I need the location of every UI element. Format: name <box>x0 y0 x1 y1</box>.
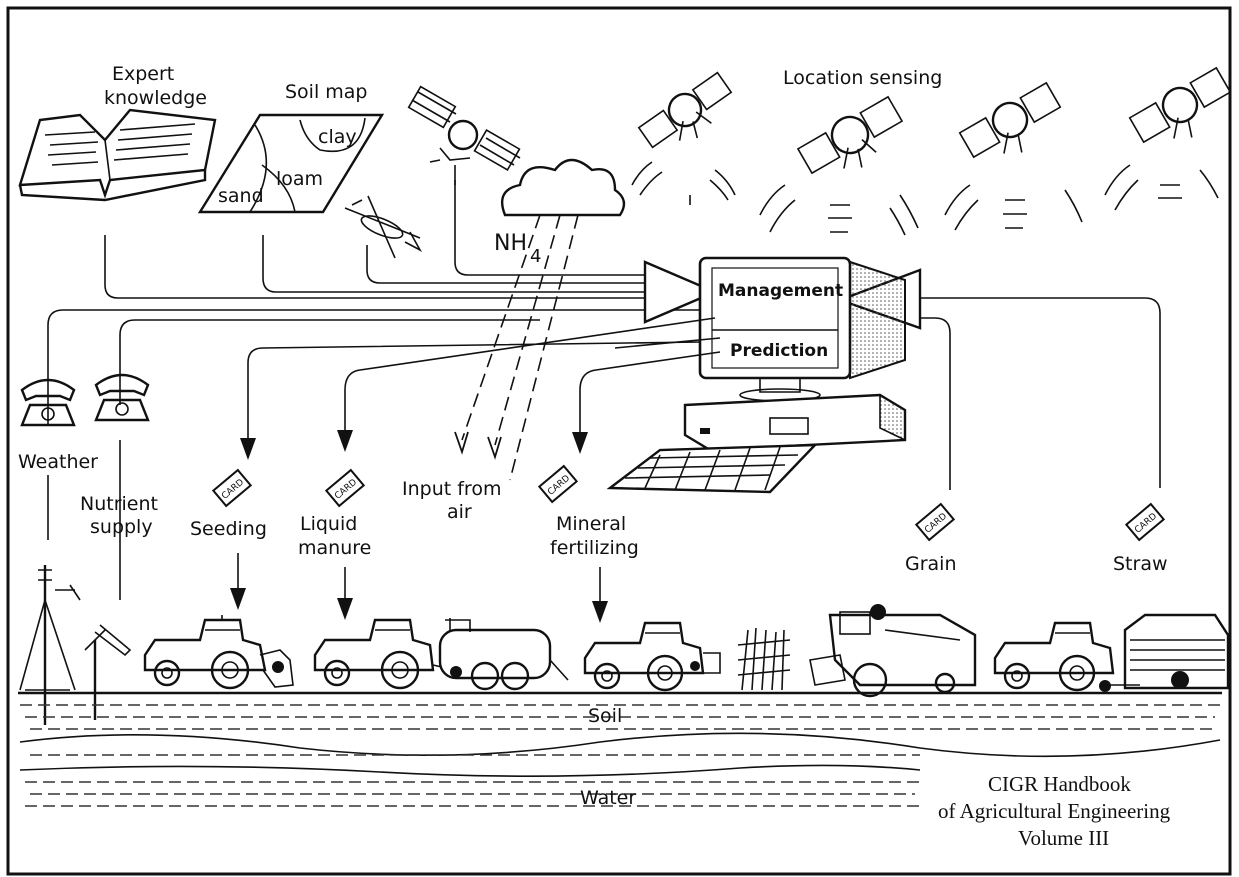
management-label: Management <box>718 281 843 301</box>
card-icon: CARD <box>916 504 953 540</box>
card-icon: CARD <box>1126 504 1163 540</box>
caption-line-2: of Agricultural Engineering <box>938 799 1171 823</box>
card-icon: CARD <box>213 470 250 506</box>
satellite-icon <box>945 80 1082 230</box>
task-arrows <box>230 553 608 623</box>
location-sensing-label: Location sensing <box>783 67 942 89</box>
nutrient-supply-label-2: supply <box>90 516 153 538</box>
clay-label: clay <box>318 126 357 148</box>
crop-icon <box>738 628 790 690</box>
input-from-air-label-2: air <box>447 501 472 523</box>
weather-station-icon <box>20 565 80 725</box>
seeding-label: Seeding <box>190 518 267 540</box>
output-connectors <box>240 318 720 460</box>
nh4-subscript: 4 <box>530 246 541 267</box>
satellite-icon <box>632 69 742 205</box>
grain-label: Grain <box>905 553 957 575</box>
mineral-fertilizing-label-1: Mineral <box>556 513 626 535</box>
nh4-label: NH <box>494 231 527 256</box>
soil-probe-icon <box>85 625 130 720</box>
cloud-icon <box>502 160 624 215</box>
expert-knowledge-label-1: Expert <box>112 63 174 85</box>
soil-label: Soil <box>588 705 622 727</box>
liquid-manure-label-1: Liquid <box>300 513 357 535</box>
soil-map-label: Soil map <box>285 81 368 103</box>
combine-harvester-icon <box>810 604 975 696</box>
loam-label: loam <box>276 168 323 190</box>
tractor-icon <box>145 615 293 688</box>
caption-line-1: CIGR Handbook <box>988 772 1131 796</box>
water-label: Water <box>580 787 636 809</box>
tractor-icon <box>585 623 720 690</box>
satellite-icon <box>1105 65 1239 210</box>
mineral-fertilizing-label-2: fertilizing <box>550 537 639 559</box>
manure-tank-icon <box>440 618 568 689</box>
telephone-icon <box>96 375 148 420</box>
liquid-manure-label-2: manure <box>298 537 371 559</box>
book-icon <box>20 110 215 200</box>
keyboard-icon <box>610 445 815 492</box>
sand-label: sand <box>218 185 264 207</box>
input-from-air-label-1: Input from <box>402 478 501 500</box>
baler-icon <box>1110 615 1228 689</box>
diagram-border <box>8 8 1230 874</box>
card-icon: CARD <box>539 466 576 502</box>
water-layer <box>20 765 920 806</box>
prediction-label: Prediction <box>730 341 828 361</box>
satellite-icon <box>760 93 918 235</box>
card-icon: CARD <box>326 470 363 506</box>
airplane-icon <box>345 196 420 258</box>
tractor-icon <box>315 620 455 688</box>
satellite-icon <box>409 87 520 185</box>
nutrient-supply-label-1: Nutrient <box>80 493 158 515</box>
expert-knowledge-label-2: knowledge <box>104 87 207 109</box>
tractor-icon <box>995 623 1113 692</box>
caption-line-3: Volume III <box>1018 826 1109 850</box>
straw-label: Straw <box>1113 553 1168 575</box>
weather-label: Weather <box>18 451 98 473</box>
